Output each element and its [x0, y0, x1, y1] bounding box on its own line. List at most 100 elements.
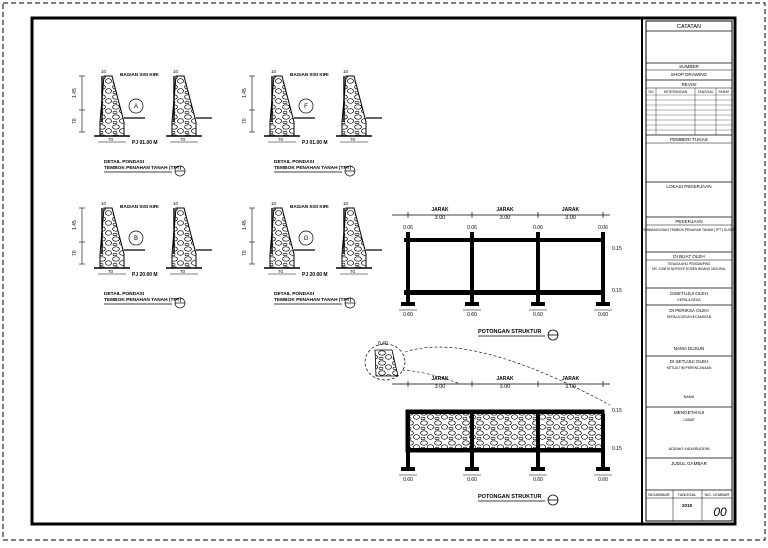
dim-top: 10	[271, 201, 277, 206]
dim-top: 10	[101, 201, 107, 206]
column	[601, 414, 605, 467]
footing-label: 0.60	[467, 312, 477, 318]
tb-pemberi-tugas: PEMBERI TUGAS	[670, 137, 708, 142]
detail-marker-icon	[128, 98, 144, 114]
tb-dibuat-value2: DR. JUWITA NOFRIYE DOSEN BIDANG NATURAL	[652, 267, 726, 271]
tb-nama-camat: ADDINO KADARUDDIN	[669, 447, 710, 451]
frame-1-title: POTONGAN STRUKTUR	[478, 329, 541, 335]
span-label: JARAK	[496, 207, 514, 213]
side-label-3: 0.15	[612, 408, 622, 414]
wall-section-right	[165, 75, 203, 137]
column	[406, 232, 410, 302]
dim-height: 1.45	[242, 88, 248, 98]
footing-label: 0.60	[403, 312, 413, 318]
tb-disetujui-value: KEPALA DESA	[678, 298, 702, 302]
wall-section-right	[335, 75, 373, 137]
wall-section-right	[335, 207, 373, 269]
footing	[401, 467, 415, 471]
dim-top: 10	[173, 69, 179, 74]
dim-top: 10	[271, 69, 277, 74]
column	[601, 232, 605, 302]
span-value: 3.00	[565, 384, 576, 390]
dim-base: 70	[278, 269, 284, 274]
footing	[531, 467, 545, 471]
sheet-frame	[30, 16, 737, 526]
footing	[401, 302, 415, 306]
tb-nama-ketua: NAMA	[684, 395, 695, 399]
dim-base: 70	[278, 137, 284, 142]
tb-sumber: SUMBER	[679, 64, 699, 69]
tb-dibuat-oleh: DI BUAT OLEH	[673, 254, 704, 259]
tb-lokasi: LOKASI PEKERJAAN	[666, 184, 711, 189]
detail-marker-icon	[298, 230, 314, 246]
tb-pekerjaan: PEKERJAAN	[675, 219, 702, 224]
detail-title: DETAIL PONDASI	[104, 159, 145, 165]
tb-diperiksa-value: KEPALA DESA KECAMATAN	[667, 315, 712, 319]
side-label-2: 0.15	[612, 288, 622, 294]
tb-nama-dusun: NAMA DUSUN	[674, 346, 705, 351]
dim-base: 70	[180, 137, 186, 142]
section-label: BAGIAN SISI KIRI	[290, 204, 329, 209]
footing-label: 0.60	[467, 477, 477, 483]
dim-height: 1.45	[242, 220, 248, 230]
frame-2-title: POTONGAN STRUKTUR	[478, 494, 541, 500]
revision-col-header: KETERANGAN	[664, 90, 688, 94]
tb-col-tanggal: TANGGAL	[678, 492, 698, 497]
span-value: 3.00	[435, 215, 446, 221]
detail-title: DETAIL PONDASI	[104, 291, 145, 297]
footing	[465, 467, 479, 471]
tb-pekerjaan-value: PEMBANGUNAN TEMBOK PENAHAN TANAH (TPT) D…	[642, 228, 736, 232]
revision-col-header: PARAF	[718, 90, 729, 94]
detail-subtitle: TEMBOK PENAHAN TANAH (TPT)	[104, 297, 182, 303]
dim-base: 70	[108, 137, 114, 142]
column	[406, 414, 410, 467]
pj-label: PJ 20.00 M	[302, 272, 328, 278]
tb-diperiksa: DI PERIKSA OLEH	[669, 308, 708, 313]
dim-height: 1.45	[72, 88, 78, 98]
wall-section-left	[263, 207, 301, 269]
dim-height: 70	[72, 250, 78, 256]
wall-section-left	[263, 75, 301, 137]
tb-disetujui2: DI SETUJUI OLEH	[670, 359, 709, 364]
span-label: JARAK	[562, 376, 580, 382]
span-value: 3.00	[435, 384, 446, 390]
footing	[531, 302, 545, 306]
detail-callout	[364, 343, 406, 381]
dim-top: 10	[173, 201, 179, 206]
pj-label: PJ 01.00 M	[302, 140, 328, 146]
dim-top: 10	[101, 69, 107, 74]
dim-height: 1.45	[72, 220, 78, 230]
tb-dibuat-value1: TENAGA AHLI PENDAMPING	[667, 262, 711, 266]
side-label-4: 0.15	[612, 446, 622, 452]
tb-mengetahui-value: CAMAT	[683, 418, 695, 422]
footing	[465, 302, 479, 306]
detail-subtitle: TEMBOK PENAHAN TANAH (TPT)	[274, 297, 352, 303]
footing-label: 0.60	[598, 312, 608, 318]
wall-section-right	[165, 207, 203, 269]
revision-col-header: TANGGAL	[698, 90, 714, 94]
section-label: BAGIAN SISI KIRI	[120, 204, 159, 209]
pj-label: PJ 01.00 M	[132, 140, 158, 146]
tb-disetujui: DISETUJUI OLEH	[670, 291, 708, 296]
span-label: JARAK	[496, 376, 514, 382]
tb-sumber-value: SHOP DRAWING	[671, 72, 708, 77]
dim-height: 70	[242, 250, 248, 256]
dim-top: 10	[343, 69, 349, 74]
detail-subtitle: TEMBOK PENAHAN TANAH (TPT)	[274, 165, 352, 171]
footing	[596, 302, 610, 306]
page-border	[2, 2, 766, 541]
detail-marker-icon	[128, 230, 144, 246]
footing	[596, 467, 610, 471]
detail-subtitle: TEMBOK PENAHAN TANAH (TPT)	[104, 165, 182, 171]
wall-section-left	[93, 207, 131, 269]
detail-title: DETAIL PONDASI	[274, 159, 315, 165]
column-label: 0.06	[598, 225, 608, 231]
